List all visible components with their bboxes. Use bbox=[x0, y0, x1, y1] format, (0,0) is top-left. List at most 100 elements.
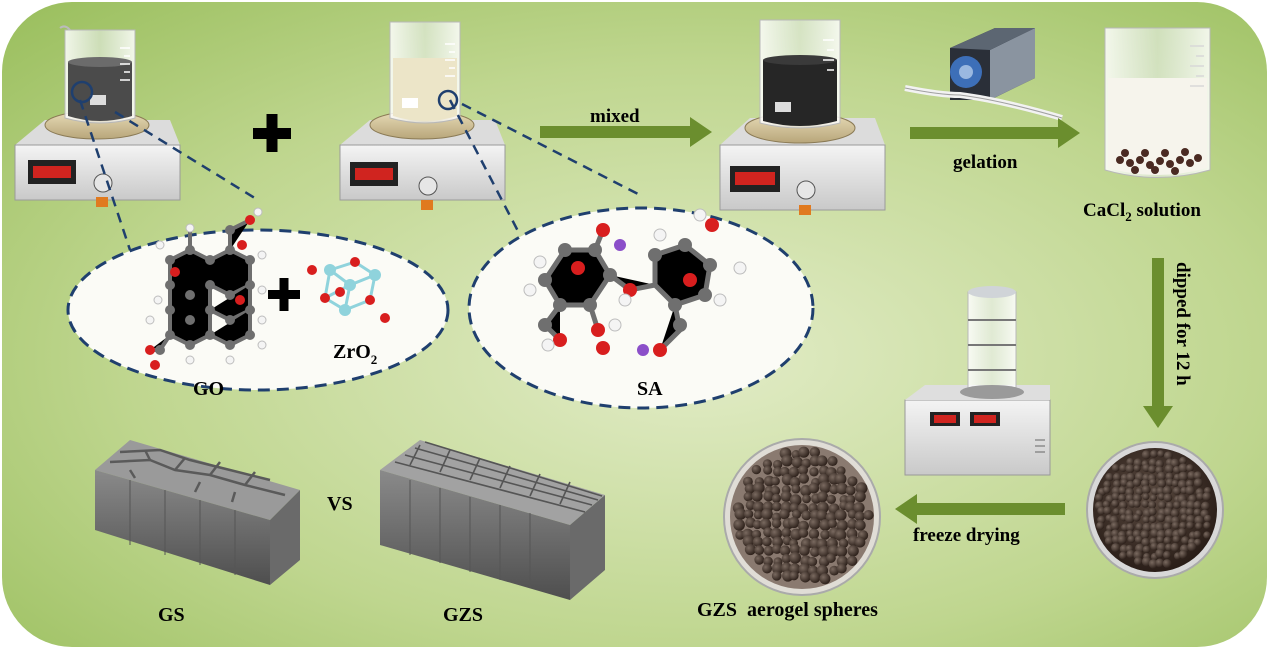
bead bbox=[1103, 506, 1112, 515]
hotplate-icon bbox=[339, 110, 506, 210]
pump-icon bbox=[904, 28, 1063, 121]
bead bbox=[733, 519, 745, 531]
bead bbox=[829, 565, 840, 576]
bead bbox=[752, 520, 762, 530]
bead bbox=[1203, 514, 1212, 523]
freeze-dryer-icon bbox=[904, 286, 1051, 476]
bead bbox=[1202, 492, 1212, 501]
bead bbox=[779, 545, 791, 556]
bead bbox=[779, 508, 790, 520]
bead bbox=[1140, 530, 1150, 540]
bead bbox=[1157, 471, 1167, 481]
bead bbox=[771, 562, 784, 575]
bead bbox=[1097, 506, 1106, 515]
bead bbox=[838, 538, 849, 549]
bead bbox=[763, 465, 773, 475]
bead bbox=[801, 510, 812, 521]
bead bbox=[1133, 493, 1142, 503]
bead bbox=[1157, 492, 1166, 501]
bead bbox=[780, 490, 792, 502]
bead bbox=[1178, 550, 1188, 559]
label-mixed: mixed bbox=[590, 106, 640, 127]
bead bbox=[752, 501, 765, 513]
bead bbox=[1126, 457, 1135, 466]
label-cacl2: CaCl2 solution bbox=[1083, 200, 1201, 224]
bead bbox=[1141, 485, 1151, 495]
bead bbox=[1142, 516, 1150, 524]
bead bbox=[754, 545, 765, 556]
bead bbox=[771, 518, 782, 529]
bead bbox=[1193, 501, 1202, 510]
bead bbox=[1203, 521, 1211, 530]
label-gs: GS bbox=[158, 604, 185, 626]
beaker-icon bbox=[759, 19, 841, 129]
bead bbox=[836, 519, 848, 532]
zoom-circle bbox=[437, 89, 459, 111]
bead bbox=[1173, 501, 1181, 509]
bead bbox=[789, 551, 802, 564]
bead bbox=[1132, 478, 1142, 487]
bead bbox=[788, 466, 800, 478]
bead bbox=[854, 519, 866, 531]
go-molecule-icon bbox=[145, 207, 267, 370]
bead bbox=[1126, 480, 1135, 490]
bead bbox=[1186, 514, 1196, 524]
bead bbox=[836, 563, 847, 574]
bead bbox=[855, 482, 868, 495]
gzs-foam-icon bbox=[380, 440, 605, 600]
bead bbox=[1179, 521, 1187, 530]
bead bbox=[820, 529, 831, 540]
bead bbox=[1155, 548, 1165, 559]
bead bbox=[789, 494, 802, 506]
petri-dish-icon bbox=[723, 438, 881, 596]
bead bbox=[770, 476, 780, 486]
bead bbox=[1125, 464, 1135, 474]
bead bbox=[798, 465, 809, 476]
arrow-freeze-drying bbox=[895, 494, 1065, 524]
bead bbox=[743, 492, 753, 502]
bead bbox=[808, 528, 820, 540]
bead bbox=[1170, 508, 1180, 518]
bead bbox=[1127, 535, 1136, 543]
bead bbox=[1141, 450, 1151, 460]
bead bbox=[1163, 493, 1173, 503]
bead bbox=[1141, 499, 1150, 508]
bead bbox=[1133, 464, 1141, 472]
zoom-circle bbox=[70, 80, 94, 104]
bead bbox=[1111, 499, 1119, 508]
bead bbox=[1095, 493, 1104, 502]
bead bbox=[1185, 479, 1194, 488]
petri-dish-icon bbox=[1086, 441, 1224, 579]
bead bbox=[819, 481, 832, 494]
bead bbox=[753, 510, 763, 520]
bead bbox=[1150, 542, 1159, 551]
bead bbox=[863, 510, 874, 521]
bead bbox=[1111, 492, 1120, 501]
bead bbox=[754, 554, 765, 565]
bead bbox=[1142, 522, 1152, 533]
bead bbox=[1119, 463, 1128, 472]
bead bbox=[1119, 551, 1127, 560]
bead bbox=[854, 490, 866, 503]
bead bbox=[791, 456, 804, 469]
bead bbox=[836, 466, 846, 476]
bead bbox=[1203, 531, 1211, 539]
bead bbox=[763, 490, 774, 502]
bead bbox=[1201, 501, 1210, 511]
bead bbox=[853, 502, 865, 514]
bead bbox=[789, 543, 801, 555]
bead bbox=[763, 545, 774, 556]
bead bbox=[1164, 528, 1175, 539]
bead bbox=[807, 556, 818, 567]
bead bbox=[1149, 478, 1157, 486]
bead bbox=[827, 455, 838, 467]
bead bbox=[1157, 500, 1167, 510]
bead bbox=[791, 484, 801, 494]
bead bbox=[770, 527, 783, 540]
bead bbox=[1186, 521, 1195, 530]
bead bbox=[1171, 521, 1180, 530]
arrow-mixed bbox=[540, 117, 712, 147]
bead bbox=[1178, 463, 1188, 473]
bead bbox=[819, 573, 831, 585]
bead bbox=[1118, 500, 1128, 510]
